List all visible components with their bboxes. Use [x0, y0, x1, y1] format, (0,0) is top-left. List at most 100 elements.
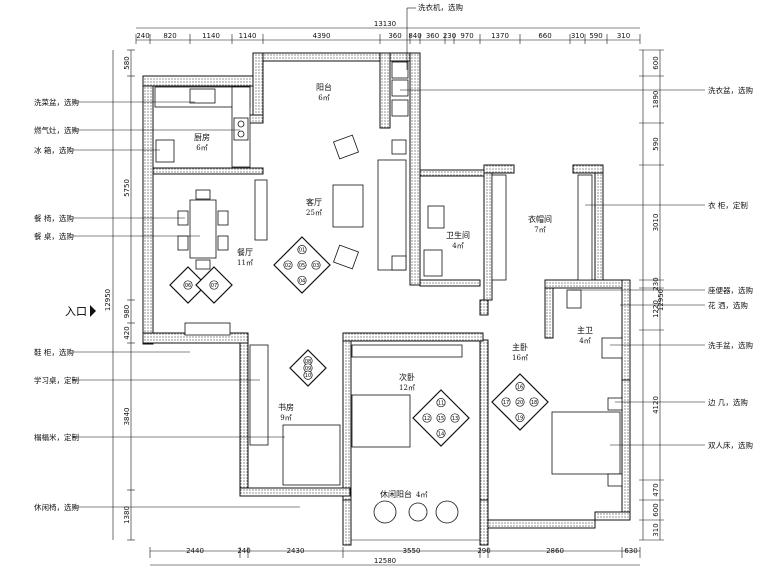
dim-segment: 590 — [652, 137, 660, 150]
dim-segment: 240 — [237, 547, 250, 555]
entrance-arrow-icon — [90, 305, 96, 317]
right-label: 双人床，选购 — [708, 440, 753, 450]
dim-segment: 980 — [123, 305, 131, 318]
dim-segment: 1380 — [123, 506, 131, 524]
light-number: 15 — [438, 416, 444, 422]
left-label: 学习桌，定制 — [34, 375, 79, 385]
light-number: 16 — [517, 385, 523, 391]
right-label: 洗衣盆，选购 — [708, 85, 753, 95]
right-label: 座便器，选购 — [708, 285, 753, 295]
room-closet-area: 7㎡ — [534, 226, 545, 234]
coffee-table — [332, 184, 364, 228]
light-number: 07 — [211, 283, 217, 289]
room-labels: 阳台 6㎡ 厨房 6㎡ 客厅 25㎡ 餐厅 11㎡ 卫生间 4㎡ 衣帽间 7㎡ … — [194, 82, 593, 499]
room-leisure-name: 休闲阳台 — [380, 489, 412, 499]
room-second-area: 12㎡ — [399, 384, 415, 392]
light-number: 03 — [313, 263, 319, 269]
room-bath-area: 4㎡ — [452, 242, 463, 250]
room-balcony-name: 阳台 — [316, 82, 332, 92]
study-desk — [249, 344, 269, 446]
left-label: 餐 桌，选购 — [34, 231, 74, 241]
left-label: 燃气灶，选购 — [34, 125, 79, 135]
light-cluster: 06 — [169, 266, 207, 304]
room-study-name: 书房 — [278, 402, 294, 412]
fridge-fixture — [155, 139, 175, 163]
room-master-bath-name: 主卫 — [577, 325, 593, 335]
dim-segment: 590 — [589, 32, 602, 40]
dim-segment: 2860 — [546, 547, 564, 555]
room-dining-name: 餐厅 — [237, 248, 253, 257]
dim-segment: 840 — [408, 32, 421, 40]
dim-segment: 310 — [571, 32, 584, 40]
dim-segment: 4390 — [313, 32, 331, 40]
dim-segment: 3550 — [403, 547, 421, 555]
dim-segment: 600 — [652, 56, 660, 69]
light-number: 06 — [185, 283, 191, 289]
light-number: 10 — [305, 373, 311, 379]
room-bath-name: 卫生间 — [446, 230, 470, 240]
dim-segment: 1140 — [239, 32, 257, 40]
dim-segment: 580 — [123, 56, 131, 69]
second-bed — [351, 394, 411, 448]
dim-segment: 230 — [443, 32, 456, 40]
dim-segment: 360 — [388, 32, 401, 40]
light-number: 14 — [438, 431, 444, 437]
light-number: 12 — [424, 416, 430, 422]
top-annotation: 洗衣机，选购 — [406, 2, 463, 70]
light-number: 19 — [517, 415, 523, 421]
dim-segment: 5750 — [123, 179, 131, 197]
room-master-area: 16㎡ — [512, 354, 528, 362]
right-label: 洗手盆，选购 — [708, 340, 753, 350]
dim-right-total: 12950 — [657, 289, 665, 311]
light-number: 05 — [299, 263, 305, 269]
dim-segment: 600 — [652, 503, 660, 516]
dim-segment: 660 — [538, 32, 551, 40]
master-basin — [601, 337, 623, 359]
dim-segment: 2430 — [287, 547, 305, 555]
dim-segment: 310 — [617, 32, 630, 40]
light-number: 08 — [305, 359, 311, 365]
basin-fixture — [423, 249, 443, 277]
dim-top-total: 13130 — [374, 20, 396, 28]
light-number: 11 — [438, 401, 444, 407]
left-label: 休闲椅，选购 — [34, 502, 79, 512]
sofa — [377, 159, 407, 271]
dim-segment: 420 — [123, 326, 131, 339]
room-master-bath-area: 4㎡ — [579, 337, 590, 345]
dim-segment: 820 — [163, 32, 176, 40]
dim-segment: 310 — [652, 523, 660, 536]
light-number: 18 — [531, 400, 537, 406]
dim-segment: 4120 — [652, 396, 660, 414]
tv-cabinet — [254, 179, 268, 241]
room-kitchen-name: 厨房 — [194, 132, 210, 142]
dim-bottom-total: 12580 — [374, 557, 396, 565]
dim-segment: 230 — [652, 277, 660, 290]
dim-segment: 240 — [136, 32, 149, 40]
left-label: 洗菜盆，选购 — [34, 97, 79, 107]
room-dining-area: 11㎡ — [237, 259, 253, 267]
room-study-area: 9㎡ — [280, 414, 291, 422]
entrance-marker: 入口 — [65, 305, 96, 318]
shoe-cabinet — [184, 322, 231, 336]
dim-segment: 360 — [426, 32, 439, 40]
light-number: 09 — [305, 366, 311, 372]
right-label: 衣 柜，定制 — [708, 200, 748, 210]
wardrobe-right — [577, 174, 593, 281]
dining-table — [189, 199, 217, 259]
dim-segment: 970 — [460, 32, 473, 40]
walls — [142, 52, 631, 546]
second-wardrobe — [351, 344, 463, 358]
sink-fixture — [189, 88, 216, 104]
left-label: 冰 箱，选购 — [34, 145, 74, 155]
light-number: 01 — [299, 248, 305, 254]
dim-segment: 3840 — [123, 408, 131, 426]
dim-segment: 290 — [477, 547, 490, 555]
toilet-fixture — [427, 205, 445, 229]
